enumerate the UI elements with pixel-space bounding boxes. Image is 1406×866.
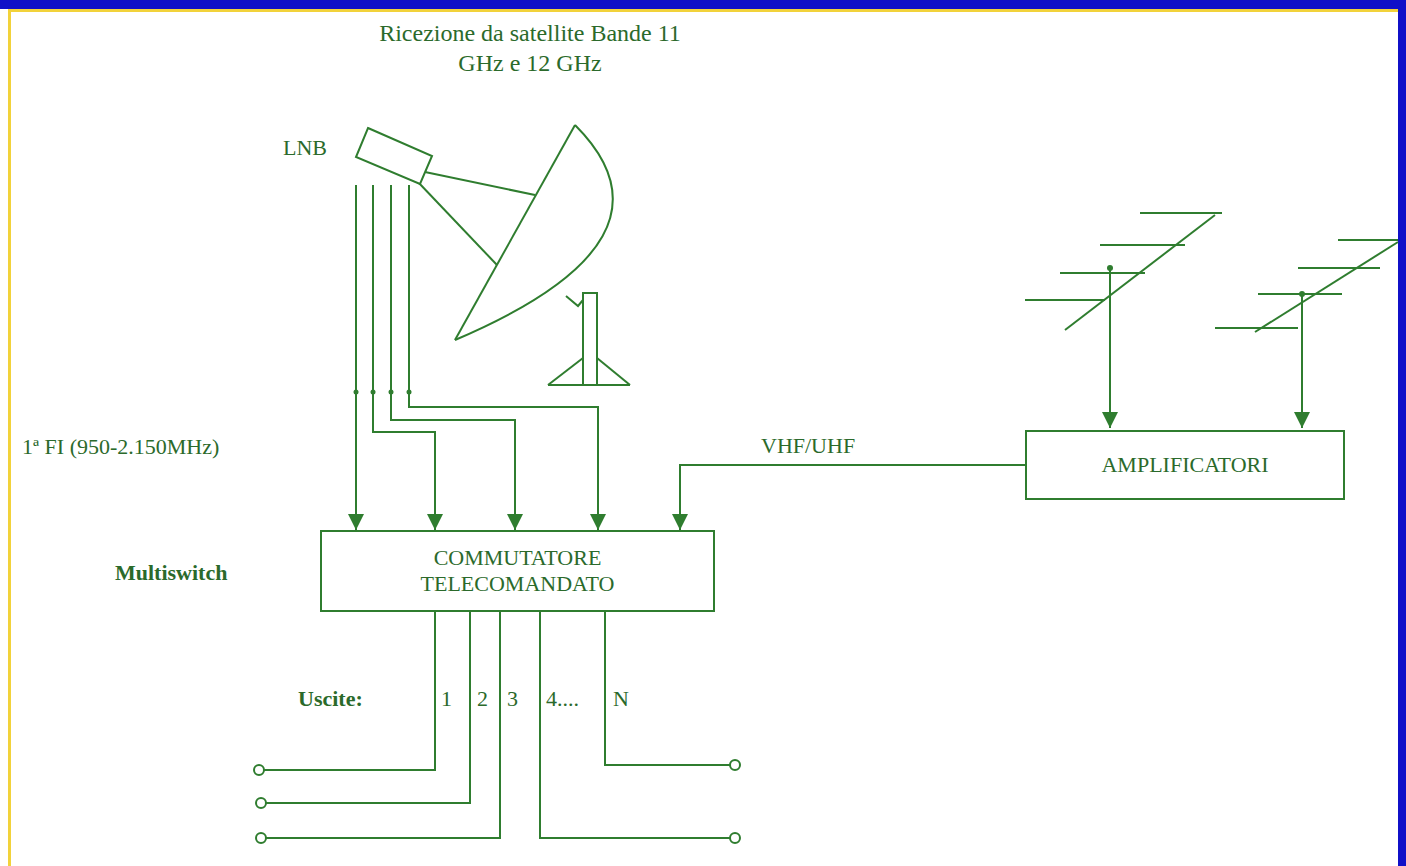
box-content: AMPLIFICATORI [1101,452,1268,478]
output-wires [254,612,740,843]
process-box: AMPLIFICATORI [1025,430,1345,500]
connector [409,185,598,530]
connector [373,185,435,530]
output-number: 3 [507,686,518,712]
yagi-antenna [1025,213,1222,428]
box-text: AMPLIFICATORI [1101,452,1268,478]
box-content: COMMUTATORE TELECOMANDATO [383,545,653,598]
connector [680,465,1025,530]
output-number: 4.... [546,686,579,712]
output-number: N [613,686,629,712]
process-box: COMMUTATORE TELECOMANDATO [320,530,715,612]
heading-label: Ricezione da satellite Bande 11 GHz e 12… [375,18,685,78]
yagi-antenna [1215,240,1398,428]
junction-dots [354,390,412,395]
lnb-label: LNB [283,135,327,161]
frame-top-line [8,9,1398,12]
satellite-dish [418,125,630,385]
output-number: 1 [441,686,452,712]
frame-left-line [8,9,11,866]
note-label: 1ª FI (950-2.150MHz) [22,434,219,460]
note-label: Uscite: [298,686,363,712]
lnb-block: LNB [280,125,435,185]
frame-right-bar [1398,0,1406,866]
box-text: COMMUTATORE TELECOMANDATO [383,545,653,598]
connector [355,185,357,530]
output-number: 2 [477,686,488,712]
edge-label: VHF/UHF [758,433,858,459]
note-label: Multiswitch [115,560,227,586]
frame-top-bar [0,0,1406,9]
